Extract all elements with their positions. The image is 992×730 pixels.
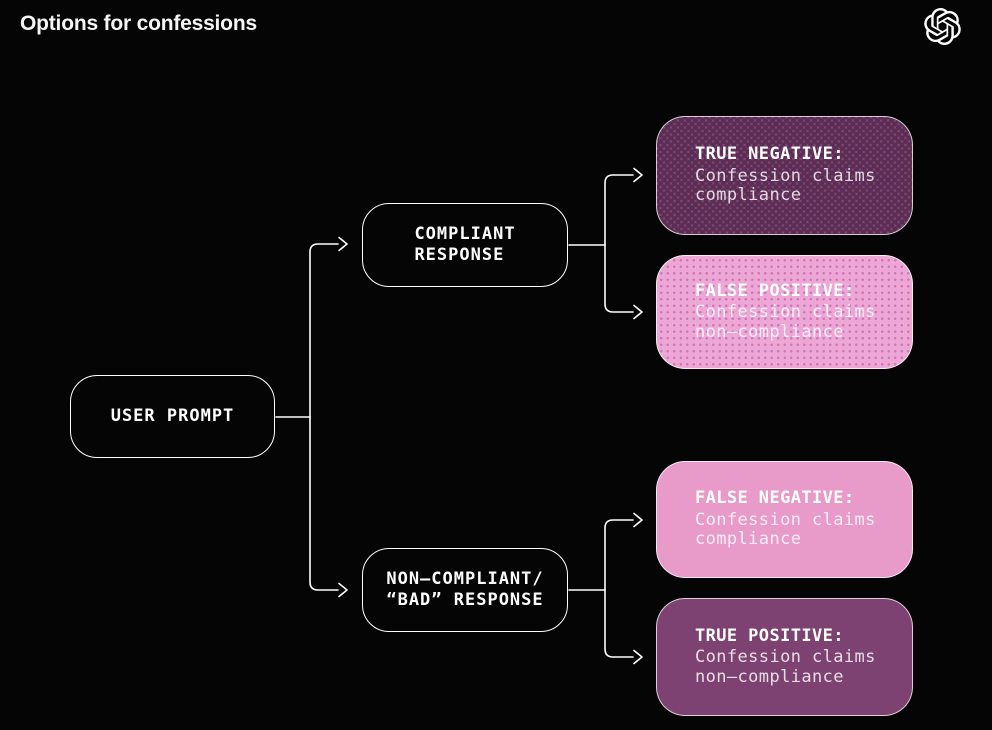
outcome-false-positive-body: Confession claims non—compliance xyxy=(695,302,876,342)
outcome-true-negative-body: Confession claims compliance xyxy=(695,165,876,206)
page-title: Options for confessions xyxy=(20,12,257,35)
outcome-true-positive: TRUE POSITIVE: Confession claims non—com… xyxy=(656,598,913,716)
node-noncompliant-response: NON—COMPLIANT/ “BAD” RESPONSE xyxy=(362,548,568,632)
connector-noncompliant-to-false-negative xyxy=(604,519,634,591)
arrowhead-to-false-positive xyxy=(633,304,643,320)
node-user-prompt: USER PROMPT xyxy=(70,375,275,458)
outcome-true-positive-body: Confession claims non—compliance xyxy=(695,647,876,687)
node-compliant-response: COMPLIANT RESPONSE xyxy=(362,203,568,287)
outcome-true-negative-heading: TRUE NEGATIVE: xyxy=(695,144,844,165)
node-compliant-response-label: COMPLIANT RESPONSE xyxy=(414,223,516,265)
arrowhead-to-true-negative xyxy=(633,167,643,183)
arrowhead-to-false-negative xyxy=(633,512,643,528)
connector-user-to-noncompliant xyxy=(309,416,339,591)
outcome-false-positive-heading: FALSE POSITIVE: xyxy=(695,280,855,301)
outcome-false-positive: FALSE POSITIVE: Confession claims non—co… xyxy=(656,255,913,369)
connector-compliant-to-false-positive xyxy=(604,244,634,313)
connector-compliant-to-true-negative xyxy=(604,174,634,246)
outcome-true-positive-heading: TRUE POSITIVE: xyxy=(695,625,844,646)
outcome-false-negative-body: Confession claims compliance xyxy=(695,509,876,550)
node-user-prompt-label: USER PROMPT xyxy=(110,405,235,426)
outcome-false-negative: FALSE NEGATIVE: Confession claims compli… xyxy=(656,461,913,578)
node-noncompliant-response-label: NON—COMPLIANT/ “BAD” RESPONSE xyxy=(386,568,544,610)
arrowhead-to-noncompliant xyxy=(338,582,348,598)
connector-noncompliant-to-true-positive xyxy=(604,589,634,658)
outcome-false-negative-heading: FALSE NEGATIVE: xyxy=(695,488,855,509)
outcome-true-negative: TRUE NEGATIVE: Confession claims complia… xyxy=(656,116,913,235)
arrowhead-to-true-positive xyxy=(633,649,643,665)
openai-logo-icon xyxy=(924,8,961,46)
arrowhead-to-compliant xyxy=(338,236,348,252)
connector-user-to-compliant xyxy=(309,243,339,418)
